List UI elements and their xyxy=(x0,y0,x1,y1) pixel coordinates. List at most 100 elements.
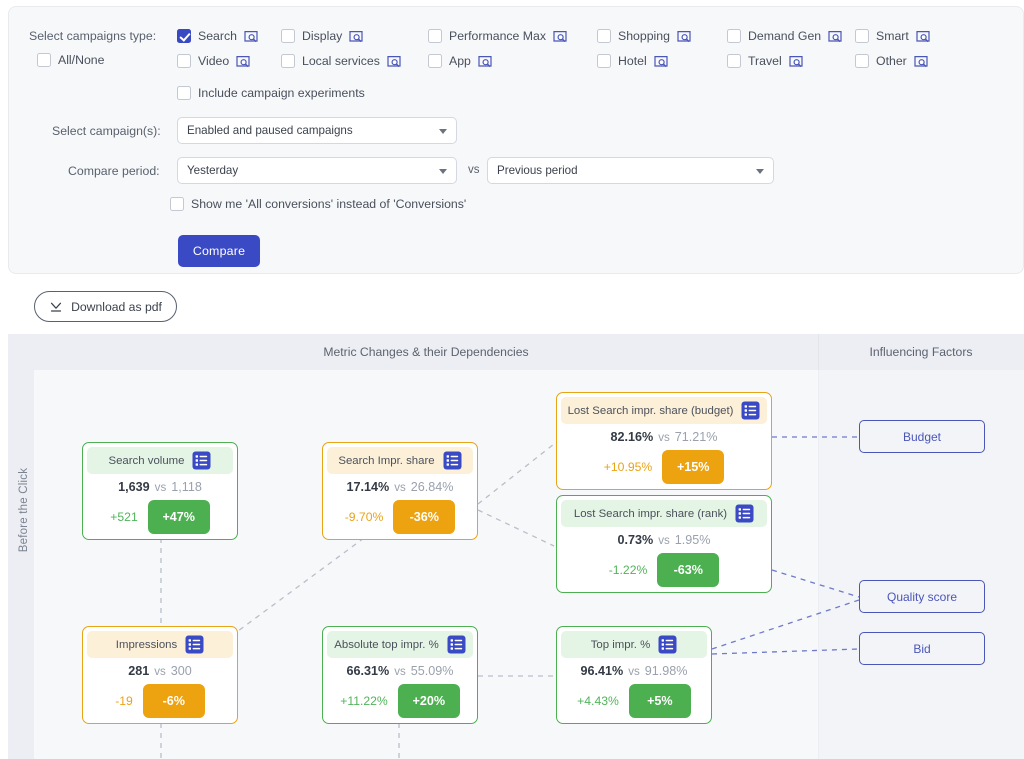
preview-search-icon[interactable] xyxy=(914,55,928,68)
checkbox-label: Search xyxy=(198,29,237,43)
list-icon[interactable] xyxy=(658,635,677,654)
metric-card-title: Absolute top impr. % xyxy=(334,638,439,651)
checkbox-search[interactable]: Search xyxy=(177,29,258,43)
metric-card-lost-search-impr-share-budget[interactable]: Lost Search impr. share (budget) 82.16% vs… xyxy=(556,392,772,490)
metric-card-header: Lost Search impr. share (budget) xyxy=(561,397,767,424)
compare-period-value: Yesterday xyxy=(187,164,239,177)
diagram-area: Before the Click Metric Changes & their … xyxy=(0,334,1024,759)
checkbox-box[interactable] xyxy=(281,54,295,68)
checkbox-box[interactable] xyxy=(281,29,295,43)
list-icon[interactable] xyxy=(735,504,754,523)
checkbox-box[interactable] xyxy=(428,29,442,43)
metric-current-value: 1,639 xyxy=(118,480,150,494)
checkbox-box[interactable] xyxy=(177,29,191,43)
chevron-down-icon xyxy=(439,128,447,134)
preview-search-icon[interactable] xyxy=(387,55,401,68)
all-conversions-label: Show me 'All conversions' instead of 'Co… xyxy=(191,197,467,211)
checkbox-box[interactable] xyxy=(428,54,442,68)
preview-search-icon[interactable] xyxy=(677,30,691,43)
checkbox-travel[interactable]: Travel xyxy=(727,54,803,68)
metric-previous-value: 55.09% xyxy=(410,664,454,678)
checkbox-demand-gen[interactable]: Demand Gen xyxy=(727,29,842,43)
preview-search-icon[interactable] xyxy=(789,55,803,68)
metric-card-header: Absolute top impr. % xyxy=(327,631,473,658)
factor-chip-bid[interactable]: Bid xyxy=(859,632,985,665)
checkbox-label: Travel xyxy=(748,54,782,68)
compare-period-label: Compare period: xyxy=(68,164,160,178)
metric-card-header: Search volume xyxy=(87,447,233,474)
checkbox-label: Local services xyxy=(302,54,380,68)
checkbox-video[interactable]: Video xyxy=(177,54,250,68)
metric-card-title: Search Impr. share xyxy=(338,454,435,467)
checkbox-label: App xyxy=(449,54,471,68)
checkbox-box[interactable] xyxy=(855,54,869,68)
metric-delta-percent: +15% xyxy=(662,450,725,484)
campaigns-type-label: Select campaigns type: xyxy=(29,29,157,43)
checkbox-all-conversions[interactable]: Show me 'All conversions' instead of 'Co… xyxy=(170,197,466,211)
checkbox-other[interactable]: Other xyxy=(855,54,928,68)
list-icon[interactable] xyxy=(192,451,211,470)
include-experiments-checkbox-box[interactable] xyxy=(177,86,191,100)
checkbox-box[interactable] xyxy=(597,29,611,43)
list-icon[interactable] xyxy=(741,401,760,420)
metric-current-value: 66.31% xyxy=(346,664,390,678)
metric-vs-label: vs xyxy=(154,664,166,678)
preview-search-icon[interactable] xyxy=(654,55,668,68)
checkbox-performance-max[interactable]: Performance Max xyxy=(428,29,567,43)
metric-delta-absolute: -19 xyxy=(115,694,133,708)
preview-search-icon[interactable] xyxy=(236,55,250,68)
list-icon[interactable] xyxy=(447,635,466,654)
checkbox-box[interactable] xyxy=(177,54,191,68)
preview-search-icon[interactable] xyxy=(349,30,363,43)
all-conversions-checkbox-box[interactable] xyxy=(170,197,184,211)
download-as-pdf-button[interactable]: Download as pdf xyxy=(34,291,177,322)
checkbox-box[interactable] xyxy=(855,29,869,43)
preview-search-icon[interactable] xyxy=(244,30,258,43)
checkbox-local-services[interactable]: Local services xyxy=(281,54,401,68)
preview-search-icon[interactable] xyxy=(553,30,567,43)
metric-vs-label: vs xyxy=(658,430,670,444)
checkbox-box[interactable] xyxy=(597,54,611,68)
preview-search-icon[interactable] xyxy=(478,55,492,68)
checkbox-include-experiments[interactable]: Include campaign experiments xyxy=(177,86,365,100)
chevron-down-icon xyxy=(439,168,447,174)
preview-search-icon[interactable] xyxy=(828,30,842,43)
compare-button[interactable]: Compare xyxy=(178,235,260,267)
checkbox-shopping[interactable]: Shopping xyxy=(597,29,691,43)
metric-vs-label: vs xyxy=(628,664,640,678)
select-campaigns-dropdown[interactable]: Enabled and paused campaigns xyxy=(177,117,457,144)
checkbox-label: Other xyxy=(876,54,907,68)
compare-period-dropdown[interactable]: Yesterday xyxy=(177,157,457,184)
list-icon[interactable] xyxy=(185,635,204,654)
metric-delta-absolute: +4.43% xyxy=(577,694,619,708)
metric-delta-absolute: +11.22% xyxy=(340,694,388,708)
factor-chip-quality-score[interactable]: Quality score xyxy=(859,580,985,613)
download-as-pdf-label: Download as pdf xyxy=(71,299,162,314)
compare-against-dropdown[interactable]: Previous period xyxy=(487,157,774,184)
checkbox-box[interactable] xyxy=(727,54,741,68)
preview-search-icon[interactable] xyxy=(916,30,930,43)
include-experiments-label: Include campaign experiments xyxy=(198,86,365,100)
checkbox-app[interactable]: App xyxy=(428,54,492,68)
checkbox-label: Hotel xyxy=(618,54,647,68)
filter-panel: Select campaigns type: All/None Search Di… xyxy=(8,6,1024,274)
checkbox-box[interactable] xyxy=(727,29,741,43)
checkbox-hotel[interactable]: Hotel xyxy=(597,54,668,68)
list-icon[interactable] xyxy=(443,451,462,470)
checkbox-all-none[interactable]: All/None xyxy=(37,53,104,67)
all-none-checkbox-box[interactable] xyxy=(37,53,51,67)
checkbox-smart[interactable]: Smart xyxy=(855,29,930,43)
metric-current-value: 82.16% xyxy=(610,430,654,444)
checkbox-display[interactable]: Display xyxy=(281,29,363,43)
factor-chip-budget[interactable]: Budget xyxy=(859,420,985,453)
metric-card-delta: +521+47% xyxy=(83,500,237,539)
